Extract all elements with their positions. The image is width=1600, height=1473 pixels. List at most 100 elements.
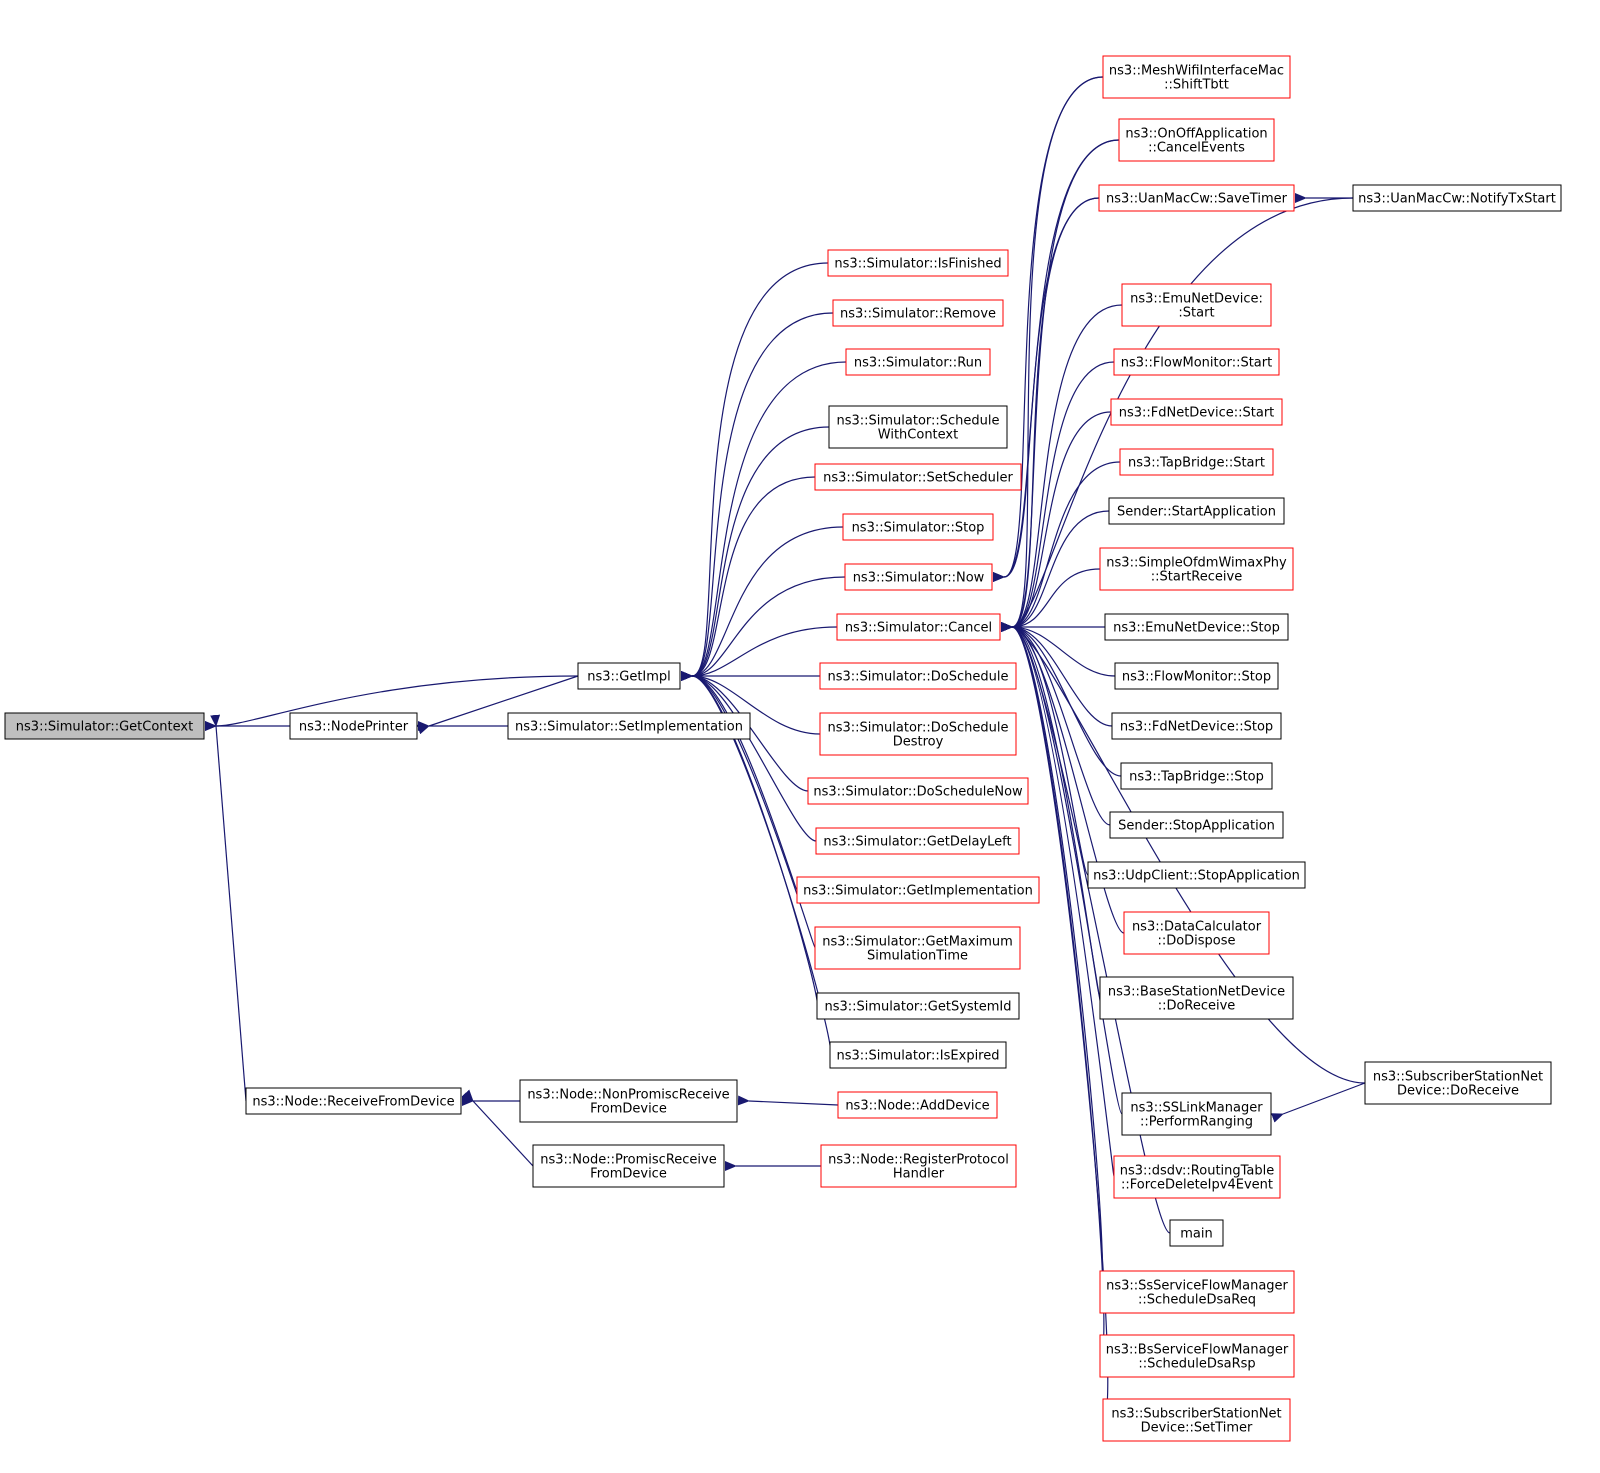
node-dsdv[interactable]: ns3::dsdv::RoutingTable::ForceDeleteIpv4… <box>1113 1155 1281 1199</box>
call-edge-promisc-to-receivefromdevice <box>461 1089 534 1167</box>
node-box-bsdsarsp <box>1099 1334 1295 1378</box>
node-label-senderstop-line-0: Sender::StopApplication <box>1118 819 1275 834</box>
node-senderstart[interactable]: Sender::StartApplication <box>1108 497 1285 525</box>
node-remove[interactable]: ns3::Simulator::Remove <box>832 299 1004 327</box>
node-label-bsdsarsp-line-1: ::ScheduleDsaRsp <box>1138 1357 1255 1372</box>
node-datadispose[interactable]: ns3::DataCalculator::DoDispose <box>1123 911 1270 955</box>
node-label-remove-line-0: ns3::Simulator::Remove <box>840 307 996 322</box>
node-fdstop[interactable]: ns3::FdNetDevice::Stop <box>1111 712 1282 740</box>
call-edge-meshshift-to-now <box>992 76 1104 583</box>
node-onoffcancel[interactable]: ns3::OnOffApplication::CancelEvents <box>1118 118 1275 162</box>
node-meshshift[interactable]: ns3::MeshWifiInterfaceMac::ShiftTbtt <box>1102 55 1291 99</box>
node-box-doscheddestroy <box>819 712 1017 756</box>
node-emustop[interactable]: ns3::EmuNetDevice::Stop <box>1104 613 1289 641</box>
node-box-doschednow <box>807 777 1029 805</box>
node-getsystemid[interactable]: ns3::Simulator::GetSystemId <box>816 992 1020 1020</box>
node-bsdsarsp[interactable]: ns3::BsServiceFlowManager::ScheduleDsaRs… <box>1099 1334 1295 1378</box>
node-isexpired[interactable]: ns3::Simulator::IsExpired <box>829 1041 1007 1069</box>
node-label-ssreceive-line-1: Device::DoReceive <box>1397 1084 1519 1099</box>
node-stop[interactable]: ns3::Simulator::Stop <box>842 513 994 541</box>
call-edge-getimplementation-to-getimpl <box>680 670 798 891</box>
node-tapstart[interactable]: ns3::TapBridge::Start <box>1119 448 1274 476</box>
node-box-sssettimer <box>1102 1398 1291 1442</box>
call-edge-ssreceive-to-cancel <box>1000 621 1366 1084</box>
node-label-promisc-line-1: FromDevice <box>590 1167 667 1182</box>
node-nodeprinter[interactable]: ns3::NodePrinter <box>289 712 418 740</box>
node-label-nonpromisc-line-1: FromDevice <box>590 1102 667 1117</box>
node-flowstop[interactable]: ns3::FlowMonitor::Stop <box>1114 662 1279 690</box>
node-fdstart[interactable]: ns3::FdNetDevice::Start <box>1110 398 1283 426</box>
node-cancel[interactable]: ns3::Simulator::Cancel <box>836 613 1001 641</box>
node-label-promisc-line-0: ns3::Node::PromiscReceive <box>540 1153 716 1168</box>
node-label-getimplementation-line-0: ns3::Simulator::GetImplementation <box>803 884 1033 899</box>
node-isfinished[interactable]: ns3::Simulator::IsFinished <box>827 249 1009 277</box>
node-label-nodeprinter-line-0: ns3::NodePrinter <box>299 720 409 735</box>
node-label-meshshift-line-0: ns3::MeshWifiInterfaceMac <box>1109 64 1284 79</box>
node-getimpl[interactable]: ns3::GetImpl <box>577 662 681 690</box>
node-box-receivefromdevice <box>245 1087 462 1115</box>
node-label-adddevice-line-0: ns3::Node::AddDevice <box>845 1099 989 1114</box>
node-bsreceive[interactable]: ns3::BaseStationNetDevice::DoReceive <box>1099 976 1294 1020</box>
node-ofdmstart[interactable]: ns3::SimpleOfdmWimaxPhy::StartReceive <box>1099 547 1294 591</box>
node-box-ssreceive <box>1364 1061 1552 1105</box>
node-label-registerproto-line-1: Handler <box>893 1167 945 1182</box>
node-label-getmaxsimtime-line-1: SimulationTime <box>867 949 968 964</box>
node-emustart[interactable]: ns3::EmuNetDevice::Start <box>1121 283 1272 327</box>
call-edge-getmaxsimtime-to-getimpl <box>680 670 816 949</box>
node-getdelayleft[interactable]: ns3::Simulator::GetDelayLeft <box>815 827 1020 855</box>
call-edge-receivefromdevice-to-getcontext <box>210 714 247 1102</box>
call-edge-setscheduler-to-getimpl <box>680 476 816 682</box>
node-setscheduler[interactable]: ns3::Simulator::SetScheduler <box>814 463 1022 491</box>
node-label-doschedule-line-0: ns3::Simulator::DoSchedule <box>827 670 1008 685</box>
node-box-setscheduler <box>814 463 1022 491</box>
node-senderstop[interactable]: Sender::StopApplication <box>1109 811 1284 839</box>
node-run[interactable]: ns3::Simulator::Run <box>845 348 991 376</box>
call-edges <box>204 76 1366 1421</box>
node-doschednow[interactable]: ns3::Simulator::DoScheduleNow <box>807 777 1029 805</box>
node-label-isfinished-line-0: ns3::Simulator::IsFinished <box>834 257 1001 272</box>
node-udpstop[interactable]: ns3::UdpClient::StopApplication <box>1087 861 1306 889</box>
node-ssreceive[interactable]: ns3::SubscriberStationNetDevice::DoRecei… <box>1364 1061 1552 1105</box>
node-now[interactable]: ns3::Simulator::Now <box>844 563 993 591</box>
node-box-emustart <box>1121 283 1272 327</box>
node-label-sslink-line-1: ::PerformRanging <box>1140 1115 1253 1130</box>
node-label-getimpl-line-0: ns3::GetImpl <box>587 670 671 685</box>
call-edge-main-to-cancel <box>1000 621 1171 1234</box>
node-uannotify[interactable]: ns3::UanMacCw::NotifyTxStart <box>1352 184 1562 212</box>
node-uansavetimer[interactable]: ns3::UanMacCw::SaveTimer <box>1098 184 1295 212</box>
node-flowstart[interactable]: ns3::FlowMonitor::Start <box>1113 348 1280 376</box>
node-label-run-line-0: ns3::Simulator::Run <box>854 356 982 371</box>
node-label-setimpl-line-0: ns3::Simulator::SetImplementation <box>515 720 743 735</box>
node-label-stop-line-0: ns3::Simulator::Stop <box>852 521 985 536</box>
call-edge-stop-to-getimpl <box>680 526 844 682</box>
node-label-sssettimer-line-0: ns3::SubscriberStationNet <box>1111 1407 1281 1422</box>
node-box-getdelayleft <box>815 827 1020 855</box>
node-tapstop[interactable]: ns3::TapBridge::Stop <box>1120 762 1273 790</box>
node-doschedule[interactable]: ns3::Simulator::DoSchedule <box>819 662 1017 690</box>
call-edge-flowstart-to-cancel <box>1000 361 1115 633</box>
node-box-stop <box>842 513 994 541</box>
node-getcontext[interactable]: ns3::Simulator::GetContext <box>4 712 205 740</box>
node-box-getmaxsimtime <box>814 926 1021 970</box>
node-main[interactable]: main <box>1169 1219 1224 1247</box>
node-adddevice[interactable]: ns3::Node::AddDevice <box>837 1091 998 1119</box>
node-getimplementation[interactable]: ns3::Simulator::GetImplementation <box>796 876 1040 904</box>
node-ssdsareq[interactable]: ns3::SsServiceFlowManager::ScheduleDsaRe… <box>1099 1270 1295 1314</box>
call-edge-ssdsareq-to-cancel <box>1000 621 1104 1293</box>
node-setimpl[interactable]: ns3::Simulator::SetImplementation <box>507 712 751 740</box>
node-label-onoffcancel-line-0: ns3::OnOffApplication <box>1125 127 1267 142</box>
node-sslink[interactable]: ns3::SSLinkManager::PerformRanging <box>1121 1092 1272 1136</box>
node-sssettimer[interactable]: ns3::SubscriberStationNetDevice::SetTime… <box>1102 1398 1291 1442</box>
node-box-senderstart <box>1108 497 1285 525</box>
node-label-cancel-line-0: ns3::Simulator::Cancel <box>845 621 992 636</box>
call-edge-getimpl-to-getcontext <box>204 675 579 732</box>
node-box-tapstart <box>1119 448 1274 476</box>
node-box-tapstop <box>1120 762 1273 790</box>
node-receivefromdevice[interactable]: ns3::Node::ReceiveFromDevice <box>245 1087 462 1115</box>
